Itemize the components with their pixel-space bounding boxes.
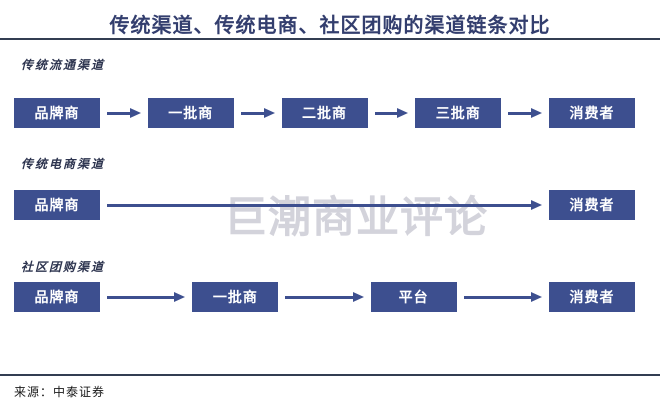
arrow-head [129, 108, 141, 118]
arrow-stem [107, 295, 175, 299]
channel-node: 品牌商 [14, 282, 100, 312]
channel-node: 平台 [370, 282, 457, 312]
arrow-head [174, 292, 186, 302]
arrow-head [530, 292, 542, 302]
channel-node: 消费者 [548, 282, 635, 312]
channel-node: 品牌商 [14, 98, 100, 128]
watermark-text: 巨潮商业评论 [224, 194, 488, 242]
arrow-right-icon [107, 108, 141, 118]
channel-node: 三批商 [415, 98, 502, 128]
arrow-stem [374, 111, 398, 115]
figure-title: 传统渠道、传统电商、社区团购的渠道链条对比 [109, 15, 551, 37]
bottom-divider [0, 374, 660, 376]
flow-traditional-distribution: 品牌商 一批商 二批商 三批商 消费者 [14, 98, 635, 128]
arrow-right-icon [107, 200, 542, 210]
arrow-right-icon [240, 108, 275, 118]
row-label-community-group-buying: 社区团购渠道 [21, 260, 106, 274]
arrow-stem [463, 295, 531, 299]
arrow-stem [285, 295, 353, 299]
arrow-stem [107, 203, 531, 207]
title-divider [0, 38, 660, 40]
arrow-head [263, 108, 275, 118]
row-label-traditional-distribution: 传统流通渠道 [21, 58, 106, 72]
arrow-right-icon [285, 292, 364, 302]
channel-node: 品牌商 [14, 190, 100, 220]
arrow-stem [240, 111, 264, 115]
channel-node: 消费者 [549, 98, 635, 128]
arrow-stem [107, 111, 130, 115]
channel-node: 二批商 [281, 98, 368, 128]
arrow-head [531, 200, 542, 210]
channel-node: 一批商 [147, 98, 234, 128]
channel-node: 消费者 [549, 190, 635, 220]
arrow-stem [508, 111, 531, 115]
arrow-right-icon [463, 292, 542, 302]
arrow-head [531, 108, 542, 118]
channel-node: 一批商 [192, 282, 279, 312]
arrow-right-icon [374, 108, 409, 118]
flow-community-group-buying: 品牌商 一批商 平台 消费者 [14, 282, 635, 312]
arrow-head [352, 292, 364, 302]
arrow-right-icon [107, 292, 186, 302]
arrow-right-icon [508, 108, 542, 118]
row-label-traditional-ecommerce: 传统电商渠道 [21, 157, 106, 171]
source-note: 来源：中泰证券 [14, 385, 106, 399]
flow-traditional-ecommerce: 品牌商 消费者 [14, 190, 635, 220]
arrow-head [397, 108, 409, 118]
